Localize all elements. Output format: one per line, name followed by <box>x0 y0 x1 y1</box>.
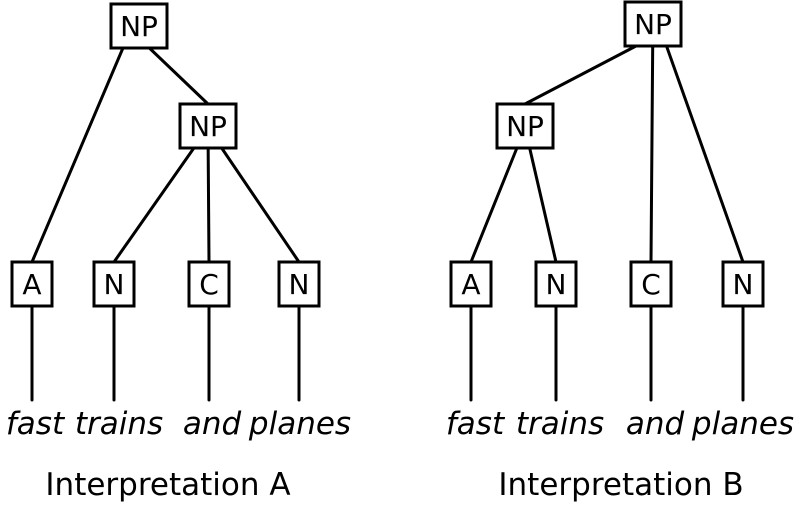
tree-caption-interpretation-b: Interpretation B <box>498 467 743 503</box>
node-box-np-inner <box>178 102 238 150</box>
node-label-n2: N <box>733 268 754 301</box>
leaf-word-w3: and <box>183 406 242 442</box>
node-box-a <box>10 260 54 308</box>
node-label-np-inner: NP <box>189 110 227 143</box>
node-label-c: C <box>641 268 661 301</box>
node-box-a <box>449 260 493 308</box>
node-box-np-inner <box>495 102 555 150</box>
node-label-n2: N <box>289 268 310 301</box>
node-box-n2 <box>277 260 321 308</box>
tree-caption-interpretation-a: Interpretation A <box>45 467 290 503</box>
leaf-word-w2: trains <box>516 406 604 442</box>
tree-edge-np-root-n2 <box>665 44 745 264</box>
node-label-np-root: NP <box>634 8 672 41</box>
tree-edge-np-root-c <box>649 44 655 264</box>
leaf-word-w1: fast <box>446 406 506 442</box>
tree-edge-np-inner-c <box>206 146 211 264</box>
node-box-c <box>629 260 673 308</box>
leaf-word-w4: planes <box>691 406 794 442</box>
tree-edge-np-root-np-inner <box>147 46 210 106</box>
node-box-n2 <box>721 260 765 308</box>
node-label-n1: N <box>546 268 567 301</box>
tree-edge-np-inner-n1 <box>112 146 196 264</box>
tree-edge-np-root-a <box>30 46 125 264</box>
leaf-word-w1: fast <box>6 406 66 442</box>
node-box-np-root <box>109 2 169 50</box>
leaf-word-w2: trains <box>75 406 163 442</box>
leaf-word-w4: planes <box>248 406 351 442</box>
node-box-np-root <box>623 0 683 48</box>
node-box-c <box>187 260 231 308</box>
leaf-word-w3: and <box>626 406 685 442</box>
node-label-np-inner: NP <box>506 110 544 143</box>
node-label-n1: N <box>104 268 125 301</box>
tree-edge-np-inner-n1 <box>528 146 558 264</box>
node-box-n1 <box>534 260 578 308</box>
tree-edge-np-root-np-inner <box>523 44 638 106</box>
tree-edge-np-inner-n2 <box>220 146 301 264</box>
tree-edge-np-inner-a <box>469 146 519 264</box>
node-label-a: A <box>461 268 480 301</box>
node-box-n1 <box>92 260 136 308</box>
node-label-a: A <box>22 268 41 301</box>
node-label-c: C <box>199 268 219 301</box>
node-label-np-root: NP <box>120 10 158 43</box>
